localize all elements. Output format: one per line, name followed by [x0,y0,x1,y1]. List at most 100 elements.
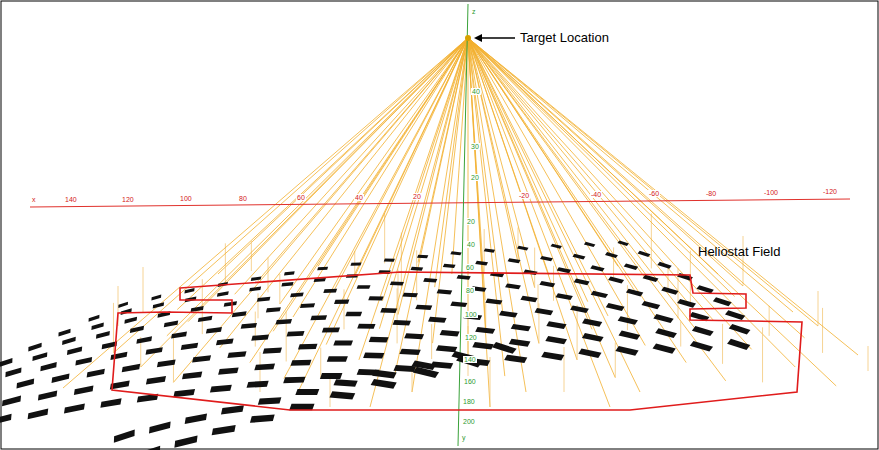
axis-tick-label: 20 [466,218,476,225]
ray [113,38,468,353]
axis-tick-label: 180 [462,398,476,405]
heliostat [729,324,751,334]
heliostat [149,422,171,434]
heliostat [692,326,714,336]
heliostat [276,319,292,324]
heliostat [653,343,676,353]
heliostat [570,306,589,314]
normal-vector [490,357,491,407]
leader-line [478,37,515,39]
heliostat [713,297,732,306]
heliostat [345,312,362,316]
heliostat [357,324,375,329]
ray [141,38,468,367]
heliostat [124,317,137,324]
heliostat [110,352,127,360]
heliostat [323,289,337,293]
heliostat [58,329,70,337]
heliostat [2,396,21,407]
heliostat [40,362,56,371]
heliostat [450,301,467,307]
heliostat [181,343,198,350]
heliostat [499,311,518,318]
heliostat [653,314,673,323]
normal-vector [398,269,399,314]
ray [250,38,468,363]
heliostat [52,373,70,382]
axis-tick-label: 100 [179,195,193,202]
ray [359,38,468,360]
heliostat [725,310,745,320]
normal-vector [143,267,144,312]
heliostat [380,308,397,313]
axis-tick-label: -60 [648,190,660,197]
heliostat [32,352,47,361]
heliostat [334,300,349,304]
ray [382,38,468,301]
heliostat [423,278,437,282]
heliostat [0,414,12,425]
heliostat [641,301,660,309]
heliostat [310,315,327,320]
heliostat [484,248,495,252]
heliostat [436,345,457,352]
heliostat [591,291,608,298]
ray [468,38,539,343]
ray [468,38,752,349]
ray [468,38,726,381]
heliostat [91,323,103,330]
heliostat [227,351,246,358]
normal-vector [613,247,614,277]
axis-tick-label: 120 [121,196,135,203]
heliostat [206,327,222,333]
heliostat [369,337,389,343]
heliostat [151,295,161,301]
normal-vector [431,324,432,359]
heliostat [696,285,713,293]
heliostat [250,414,275,422]
field-boundary [112,272,802,410]
heliostat [333,340,353,345]
heliostat [317,267,328,271]
axis-tick-label: 120 [464,334,478,341]
heliostat [605,252,618,258]
heliostat [437,289,453,294]
ray [235,38,468,294]
heliostat [509,339,531,347]
heliostat [606,303,625,311]
normal-vector [258,293,259,318]
ray [468,38,818,326]
heliostat [28,409,49,420]
heliostat [410,267,423,271]
ray [468,38,505,376]
heliostat [556,293,573,300]
heliostat [258,397,282,405]
heliostat [413,367,439,378]
target-point [465,35,471,41]
normal-vector [255,312,256,347]
ray [63,38,468,388]
heliostat [212,425,236,435]
heliostat [333,379,357,386]
heliostat [638,251,651,257]
axis-tick-label: -20 [518,192,530,199]
heliostat [192,355,211,362]
axis-tick-label: x [31,196,37,203]
heliostat [298,344,318,350]
heliostat [661,287,678,295]
heliostat [404,333,424,339]
normal-vector [680,322,681,347]
ray [468,38,610,407]
heliostat [618,331,640,340]
ray [468,38,588,302]
ray [298,38,468,392]
x-axis [30,199,850,207]
axis-tick-label: 40 [354,194,364,201]
heliostat [617,240,628,246]
heliostat [505,283,521,289]
ray [468,38,690,306]
heliostat [443,264,456,268]
heliostat [38,390,57,400]
heliostat [122,364,141,372]
